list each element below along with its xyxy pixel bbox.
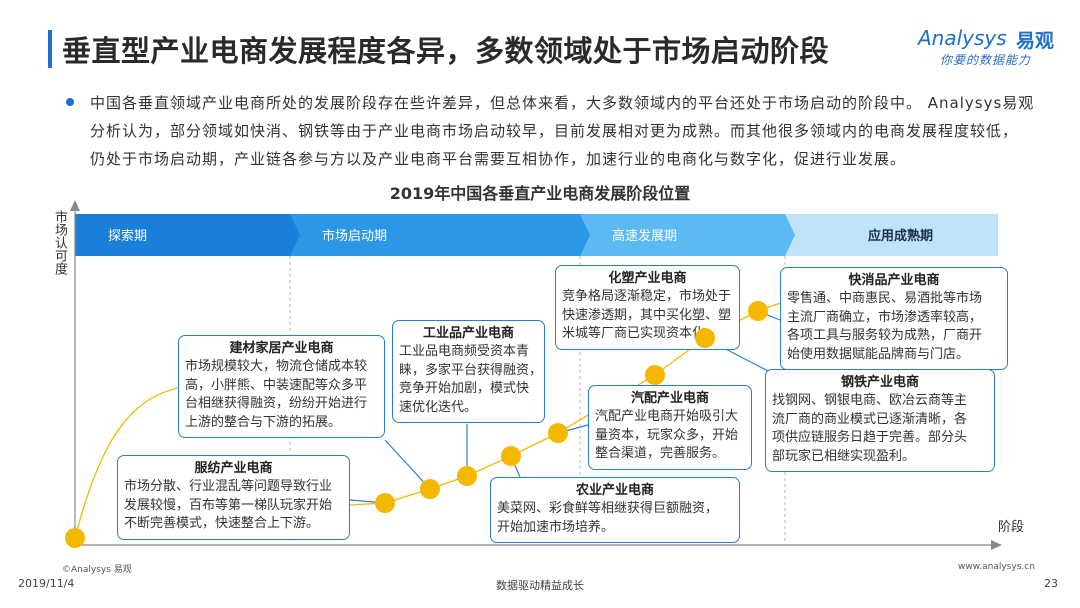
logo-tagline: 你要的数据能力 <box>940 53 1032 67</box>
callout-text-line: 部玩家已相继实现盈利。 <box>772 448 916 464</box>
title-accent-bar <box>48 30 52 68</box>
callout-industrial: 工业品产业电商 工业品电商频受资本青 睐，多家平台获得融资， 竞争开始加剧，模式… <box>392 320 545 423</box>
connector-line <box>384 439 431 490</box>
callout-text-line: 美菜网、彩食鲜等相继获得巨额融资， <box>497 501 719 516</box>
callout-text-line: 主流厂商确立，市场渗透率较高， <box>787 309 983 325</box>
connector-line <box>349 499 386 504</box>
stage-label-explore: 探索期 <box>108 229 147 244</box>
callout-text-line: 汽配产业电商开始吸引大 <box>595 409 739 424</box>
callout-title: 建材家居产业电商 <box>229 341 334 356</box>
callout-chemical-plastics: 化塑产业电商 竞争格局逐渐稳定，市场处于 快速渗透期，其中买化塑、塑 米城等厂商… <box>555 265 740 350</box>
development-curve <box>74 387 179 539</box>
y-axis-label: 市场认可度 <box>52 210 67 275</box>
stage-label-launch: 市场启动期 <box>322 228 387 244</box>
page-number: 23 <box>1044 577 1058 590</box>
callout-title: 农业产业电商 <box>575 483 654 498</box>
callout-text-line: 各项工具与服务较为成熟，厂商开 <box>787 328 983 343</box>
callout-building-home: 建材家居产业电商 市场规模较大，物流仓储成本较 高，小胖熊、中装速配等众多平 台… <box>178 335 385 438</box>
callout-text-line: 竞争格局逐渐稳定，市场处于 <box>562 289 732 304</box>
stage-band-mature <box>785 214 998 256</box>
callout-text-line: 量资本，玩家众多，开始 <box>595 427 739 443</box>
callout-textile: 服纺产业电商 市场分散、行业混乱等问题导致行业 发展较慢，百布等第一梯队玩家开始… <box>117 455 350 540</box>
callout-text-line: 整合渠道，完善服务。 <box>595 446 726 461</box>
callout-text-line: 速优化迭代。 <box>399 399 478 415</box>
footer-website: www.analysys.cn <box>958 562 1035 572</box>
callout-text-line: 市场规模较大，物流仓储成本较 <box>185 359 368 374</box>
stage-band-explore <box>75 214 300 256</box>
stage-label-growth: 高速发展期 <box>612 228 677 244</box>
callout-title: 化塑产业电商 <box>608 271 687 286</box>
callout-text-line: 找钢网、钢银电商、欧冶云商等主 <box>772 393 968 408</box>
logo-brand-cn: 易观 <box>1016 30 1055 52</box>
stage-label-mature: 应用成熟期 <box>868 228 933 244</box>
bullet-text-line: 中国各垂直领域产业电商所处的发展阶段存在些许差异，但总体来看，大多数领域内的平台… <box>90 94 1035 112</box>
callout-auto-parts: 汽配产业电商 汽配产业电商开始吸引大 量资本，玩家众多，开始 整合渠道，完善服务… <box>588 385 752 470</box>
callout-agriculture: 农业产业电商 美菜网、彩食鲜等相继获得巨额融资， 开始加速市场培养。 <box>490 477 740 543</box>
callout-text-line: 发展较慢，百布等第一梯队玩家开始 <box>124 497 333 513</box>
footer-date: 2019/11/4 <box>18 577 75 590</box>
callout-text-line: 项供应链服务日趋于完善。部分头 <box>772 430 968 445</box>
y-axis-arrow-icon <box>70 200 80 211</box>
callout-title: 服纺产业电商 <box>194 461 273 476</box>
callout-text-line: 流厂商的商业模式已逐渐清晰，各 <box>772 411 968 427</box>
bullet-icon <box>66 98 74 106</box>
bullet-text-line: 分析认为，部分领域如快消、钢铁等由于产业电商市场启动较早，目前发展相对更为成熟。… <box>90 122 1019 140</box>
callout-text-line: 市场分散、行业混乱等问题导致行业 <box>124 479 333 494</box>
footer-slogan: 数据驱动精益成长 <box>496 579 584 592</box>
stage-band-launch <box>290 214 590 256</box>
x-axis-label: 阶段 <box>998 520 1025 535</box>
callout-text-line: 工业品电商频受资本青 <box>399 344 530 359</box>
callout-text-line: 上游的整合与下游的拓展。 <box>185 414 342 430</box>
connector-line <box>757 310 781 321</box>
callout-steel: 钢铁产业电商 找钢网、钢银电商、欧冶云商等主 流厂商的商业模式已逐渐清晰，各 项… <box>765 369 995 472</box>
callout-text-line: 睐，多家平台获得融资， <box>399 362 543 378</box>
callout-text-line: 米城等厂商已实现资本化 <box>562 326 706 341</box>
callout-title: 工业品产业电商 <box>422 326 514 341</box>
callout-text-line: 台相继获得融资，纷纷开始进行 <box>185 396 368 411</box>
connector-line <box>510 455 521 478</box>
bullet-text-line: 仍处于市场启动期，产业链各参与方以及产业电商平台需要互相协作，加速行业的电商化与… <box>90 150 907 168</box>
page-title: 垂直型产业电商发展程度各异，多数领域处于市场启动阶段 <box>62 34 830 68</box>
connector-line <box>557 424 589 434</box>
callout-text-line: 快速渗透期，其中买化塑、塑 <box>562 307 732 323</box>
logo-brand-text: Analysys <box>918 26 1007 50</box>
callout-text-line: 高，小胖熊、中装速配等众多平 <box>185 377 368 393</box>
x-axis-arrow-icon <box>991 540 1002 550</box>
callout-fmcg: 快消品产业电商 零售通、中商惠民、易酒批等市场 主流厂商确立，市场渗透率较高， … <box>780 267 1008 370</box>
analysys-logo: Analysys 易观 你要的数据能力 <box>918 26 1058 70</box>
callout-title: 快消品产业电商 <box>848 273 940 288</box>
footer-copyright: ©Analysys 易观 <box>62 565 132 575</box>
callout-text-line: 竞争开始加剧，模式快 <box>399 381 530 396</box>
stage-band-growth <box>580 214 795 256</box>
callout-text-line: 开始加速市场培养。 <box>497 519 615 535</box>
callout-title: 钢铁产业电商 <box>840 375 919 390</box>
callout-text-line: 始使用数据赋能品牌商与门店。 <box>787 346 970 362</box>
callout-text-line: 不断完善模式，快速整合上下游。 <box>124 516 320 531</box>
callout-title: 汽配产业电商 <box>630 391 709 406</box>
diagram-title: 2019年中国各垂直产业电商发展阶段位置 <box>389 184 691 203</box>
callout-text-line: 零售通、中商惠民、易酒批等市场 <box>787 291 983 306</box>
